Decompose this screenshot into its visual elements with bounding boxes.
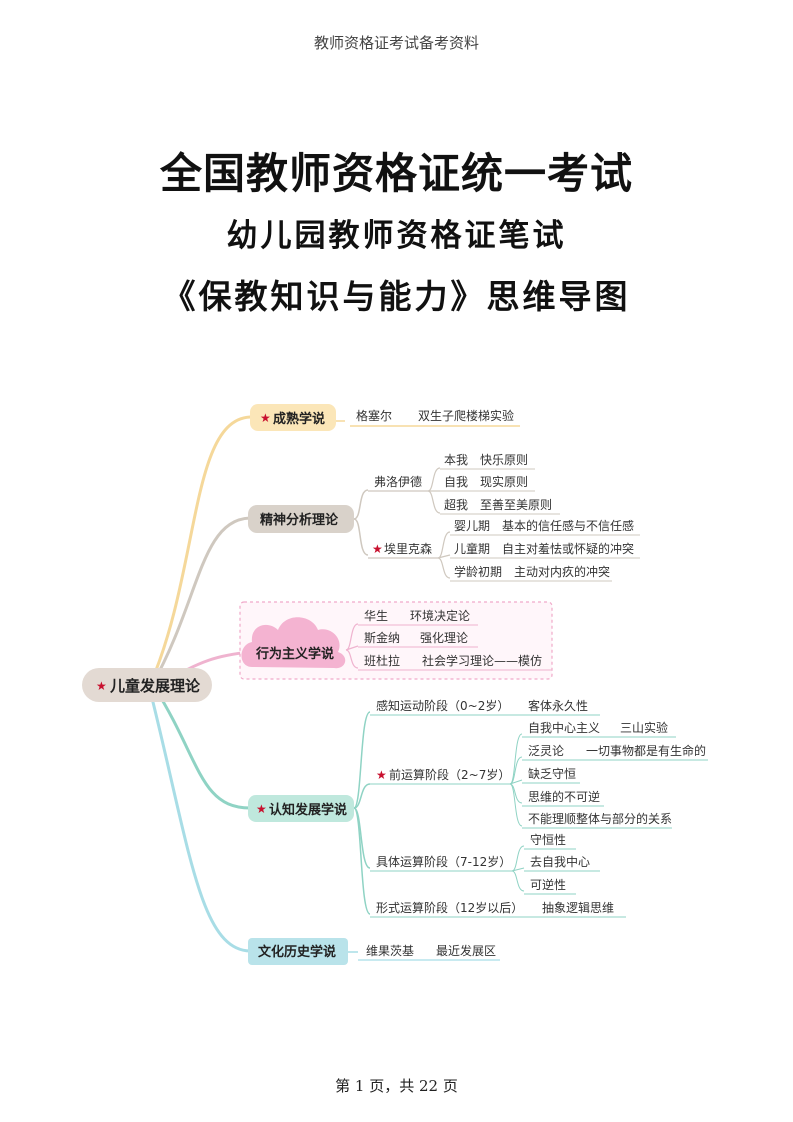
branch-psychoanalysis — [150, 516, 251, 686]
erikson-item-value: 自主对羞怯或怀疑的冲突 — [502, 541, 634, 556]
concrete-stage: 具体运算阶段（7-12岁） — [376, 854, 511, 869]
title-map: 《保教知识与能力》思维导图 — [162, 277, 631, 316]
node-cognitive — [248, 795, 354, 822]
freud-item-key: 超我 — [444, 497, 468, 512]
branch-cognitive — [153, 687, 251, 810]
node-sociocultural — [248, 938, 348, 965]
preop-item-value: 一切事物都是有生命的 — [586, 743, 706, 758]
root-node — [82, 668, 212, 702]
preoperational-stage: 前运算阶段（2~7岁） — [389, 767, 510, 782]
node-psychoanalysis — [248, 505, 354, 533]
node-maturation — [250, 404, 336, 431]
behaviorism-item-key: 斯金纳 — [364, 630, 400, 645]
preop-item-key: 泛灵论 — [528, 744, 564, 758]
erikson-item-value: 基本的信任感与不信任感 — [502, 518, 634, 533]
behaviorism-item-key: 班杜拉 — [364, 653, 400, 668]
preop-item-key: 不能理顺整体与部分的关系 — [528, 811, 672, 826]
node-behaviorism-label: 行为主义学说 — [255, 646, 334, 662]
preop-item-key: 思维的不可逆 — [528, 789, 600, 804]
sensorimotor-feature: 客体永久性 — [528, 698, 588, 713]
erikson-item-key: 婴儿期 — [454, 519, 490, 533]
behaviorism-item-value: 环境决定论 — [410, 608, 470, 623]
page-footer: 第 1 页，共 22 页 — [335, 1077, 458, 1095]
erikson-item-key: 学龄初期 — [454, 564, 502, 579]
freud-item-value: 快乐原则 — [480, 453, 528, 467]
behaviorism-item-value: 强化理论 — [420, 631, 468, 645]
root-label: 儿童发展理论 — [109, 677, 201, 695]
cloud-shape — [241, 617, 346, 669]
erikson-label: 埃里克森 — [384, 541, 432, 556]
branch-maturation — [148, 415, 251, 686]
title-sub: 幼儿园教师资格证笔试 — [226, 218, 567, 254]
behaviorism-item-key: 华生 — [364, 609, 388, 623]
star-icon: ★ — [96, 679, 107, 693]
node-maturation-label: 成熟学说 — [273, 411, 325, 427]
star-icon: ★ — [260, 411, 271, 425]
freud-item-key: 本我 — [444, 453, 468, 467]
behaviorism-item-value: 社会学习理论——模仿 — [422, 653, 542, 668]
node-sociocultural-label: 文化历史学说 — [258, 944, 336, 960]
sociocultural-person: 维果茨基 — [366, 944, 414, 958]
formal-feature: 抽象逻辑思维 — [542, 901, 614, 915]
node-cognitive-label: 认知发展学说 — [269, 802, 347, 818]
concrete-item: 去自我中心 — [530, 854, 590, 869]
star-icon: ★ — [372, 542, 383, 556]
concrete-item: 可逆性 — [530, 877, 566, 892]
node-psychoanalysis-label: 精神分析理论 — [260, 512, 339, 528]
star-icon: ★ — [376, 768, 387, 782]
freud-item-key: 自我 — [444, 475, 468, 489]
freud-item-value: 至善至美原则 — [480, 497, 552, 512]
branch-sociocultural — [148, 689, 251, 953]
maturation-person: 格塞尔 — [356, 408, 392, 423]
erikson-item-value: 主动对内疚的冲突 — [514, 564, 610, 579]
formal-stage: 形式运算阶段（12岁以后） — [376, 900, 523, 915]
sociocultural-concept: 最近发展区 — [436, 943, 496, 958]
page-header: 教师资格证考试备考资料 — [313, 34, 479, 52]
erikson-item-key: 儿童期 — [454, 541, 490, 556]
title-main: 全国教师资格证统一考试 — [159, 149, 633, 198]
preop-item-value: 三山实验 — [620, 720, 668, 735]
sensorimotor-stage: 感知运动阶段（0~2岁） — [376, 698, 509, 713]
freud-item-value: 现实原则 — [480, 474, 528, 489]
preop-item-key: 自我中心主义 — [528, 720, 600, 735]
star-icon: ★ — [256, 802, 267, 816]
concrete-item: 守恒性 — [530, 833, 566, 847]
maturation-experiment: 双生子爬楼梯实验 — [418, 408, 514, 423]
preop-item-key: 缺乏守恒 — [528, 766, 576, 781]
freud-label: 弗洛伊德 — [374, 474, 422, 489]
